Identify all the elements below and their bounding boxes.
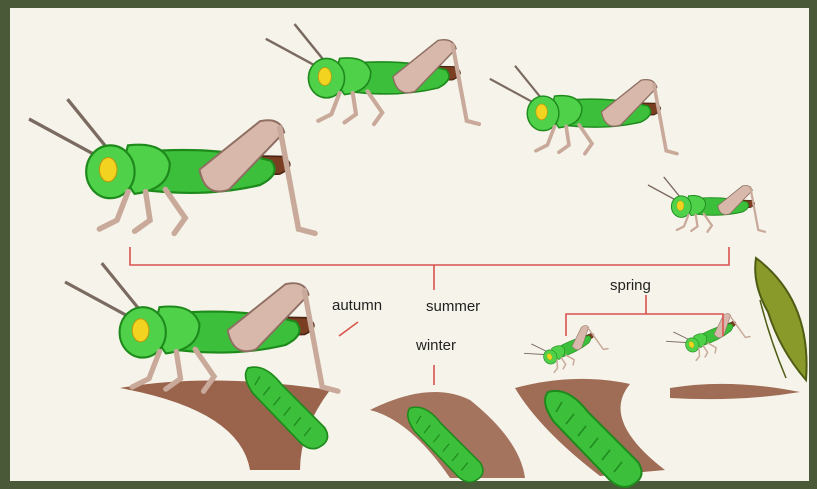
- label-autumn: autumn: [332, 297, 382, 314]
- label-summer: summer: [426, 298, 480, 315]
- label-spring: spring: [610, 277, 651, 294]
- label-winter: winter: [416, 337, 456, 354]
